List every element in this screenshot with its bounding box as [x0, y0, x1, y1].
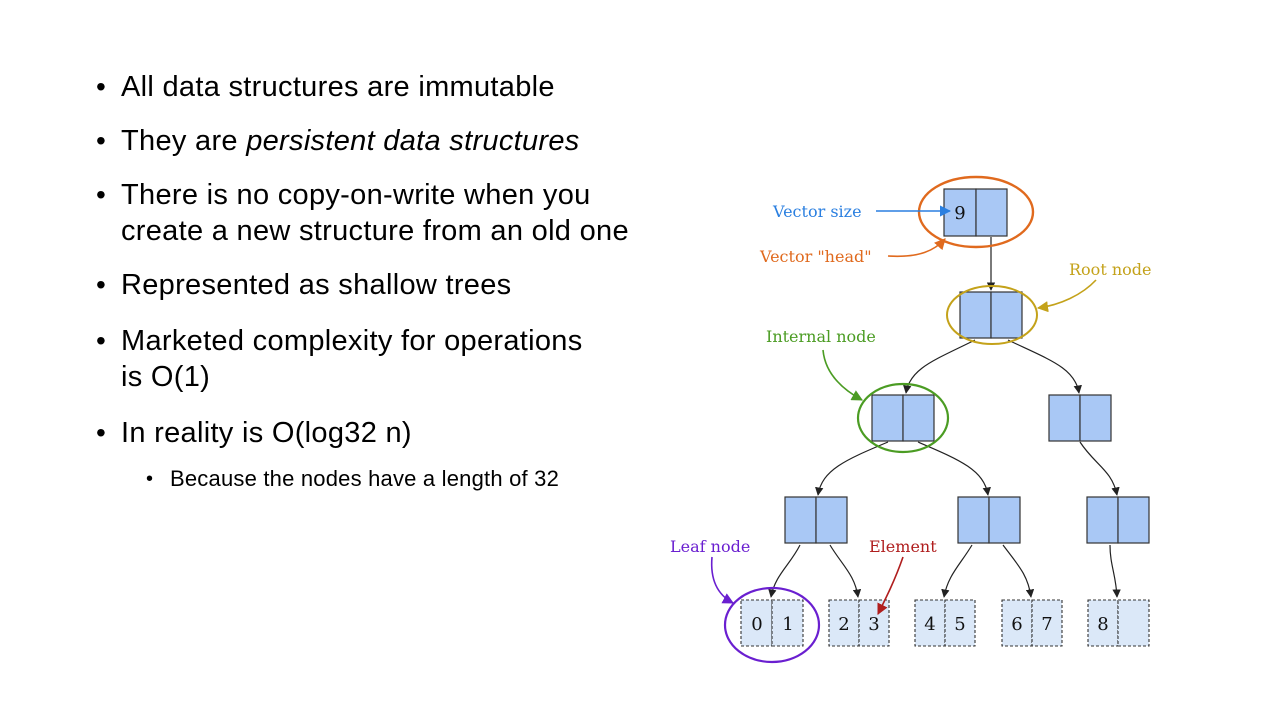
leaf-node-4	[1087, 599, 1150, 647]
bullet-dot: •	[96, 179, 106, 210]
bullet-dot: •	[96, 125, 106, 156]
edge-internal-b	[917, 441, 991, 496]
bullet-emphasis: persistent data structures	[246, 125, 580, 157]
leaf-nodes	[740, 599, 1150, 647]
bullet-text-line1: Marketed complexity for operations	[121, 325, 583, 357]
leaf-value: 4	[924, 614, 935, 635]
edge-root-internal-left	[903, 339, 976, 394]
edge-internal-c	[1079, 441, 1120, 496]
level3-node-b	[957, 496, 1021, 544]
internal-node-left	[871, 394, 935, 442]
leaf-value: 3	[868, 614, 879, 635]
bullet-text: In reality is O(log32 n)	[121, 417, 412, 449]
leaf-node-2	[914, 599, 976, 647]
bullet-dot: •	[96, 417, 106, 448]
vector-size-label: Vector size	[772, 202, 862, 221]
bullet-text-line1: There is no copy-on-write when you	[121, 179, 591, 211]
root-node	[959, 291, 1023, 339]
leaf-value: 8	[1097, 614, 1108, 635]
vector-head-label: Vector "head"	[759, 247, 872, 266]
edge-leaf-23	[829, 544, 862, 598]
tree-edges	[768, 237, 1121, 598]
bullet-dot: •	[96, 71, 106, 102]
edge-root-internal-right	[1007, 339, 1082, 394]
vector-head-node: 9	[943, 188, 1008, 237]
element-arrow	[877, 556, 904, 616]
bullet-dot: •	[96, 325, 106, 356]
bullet-text-line2: is O(1)	[121, 361, 211, 393]
leaf-node-highlight	[723, 586, 821, 664]
root-node-highlight	[946, 285, 1038, 345]
leaf-value: 7	[1041, 614, 1052, 635]
internal-node-right	[1048, 394, 1112, 442]
internal-node-label: Internal node	[766, 327, 876, 346]
edge-leaf-45	[941, 544, 973, 598]
root-node-label: Root node	[1069, 260, 1151, 279]
bullet-text: Represented as shallow trees	[121, 269, 512, 301]
edge-leaf-01	[768, 544, 801, 598]
leaf-node-3	[1001, 599, 1063, 647]
leaf-value: 2	[838, 614, 849, 635]
leaf-value: 5	[954, 614, 965, 635]
vector-head-highlight	[917, 175, 1035, 249]
vector-head-arrow	[887, 238, 946, 258]
leaf-node-0	[740, 599, 804, 647]
internal-node-arrow	[822, 349, 863, 401]
edge-leaf-67	[1002, 544, 1035, 598]
bullet-text: They are	[121, 125, 247, 157]
leaf-node-label: Leaf node	[670, 537, 750, 556]
edge-leaf-8	[1109, 544, 1121, 598]
leaf-value: 1	[782, 614, 793, 635]
edge-internal-a	[815, 441, 889, 496]
level3-node-a	[784, 496, 848, 544]
element-label: Element	[869, 537, 937, 556]
level3-node-c	[1086, 496, 1150, 544]
internal-node-highlight	[856, 382, 950, 454]
leaf-node-arrow	[710, 556, 734, 604]
leaf-value: 6	[1011, 614, 1022, 635]
bullet-dot: •	[96, 269, 106, 300]
leaf-values: 0 1 2 3 4 5 6 7 8	[751, 614, 1108, 635]
bullet-text-line2: create a new structure from an old one	[121, 215, 629, 247]
bullet-dot: •	[146, 468, 154, 490]
bullet-text: All data structures are immutable	[121, 71, 555, 103]
leaf-value: 0	[751, 614, 762, 635]
root-node-arrow	[1036, 279, 1097, 313]
vector-size-value: 9	[954, 203, 965, 224]
sub-bullet-text: Because the nodes have a length of 32	[170, 466, 560, 491]
